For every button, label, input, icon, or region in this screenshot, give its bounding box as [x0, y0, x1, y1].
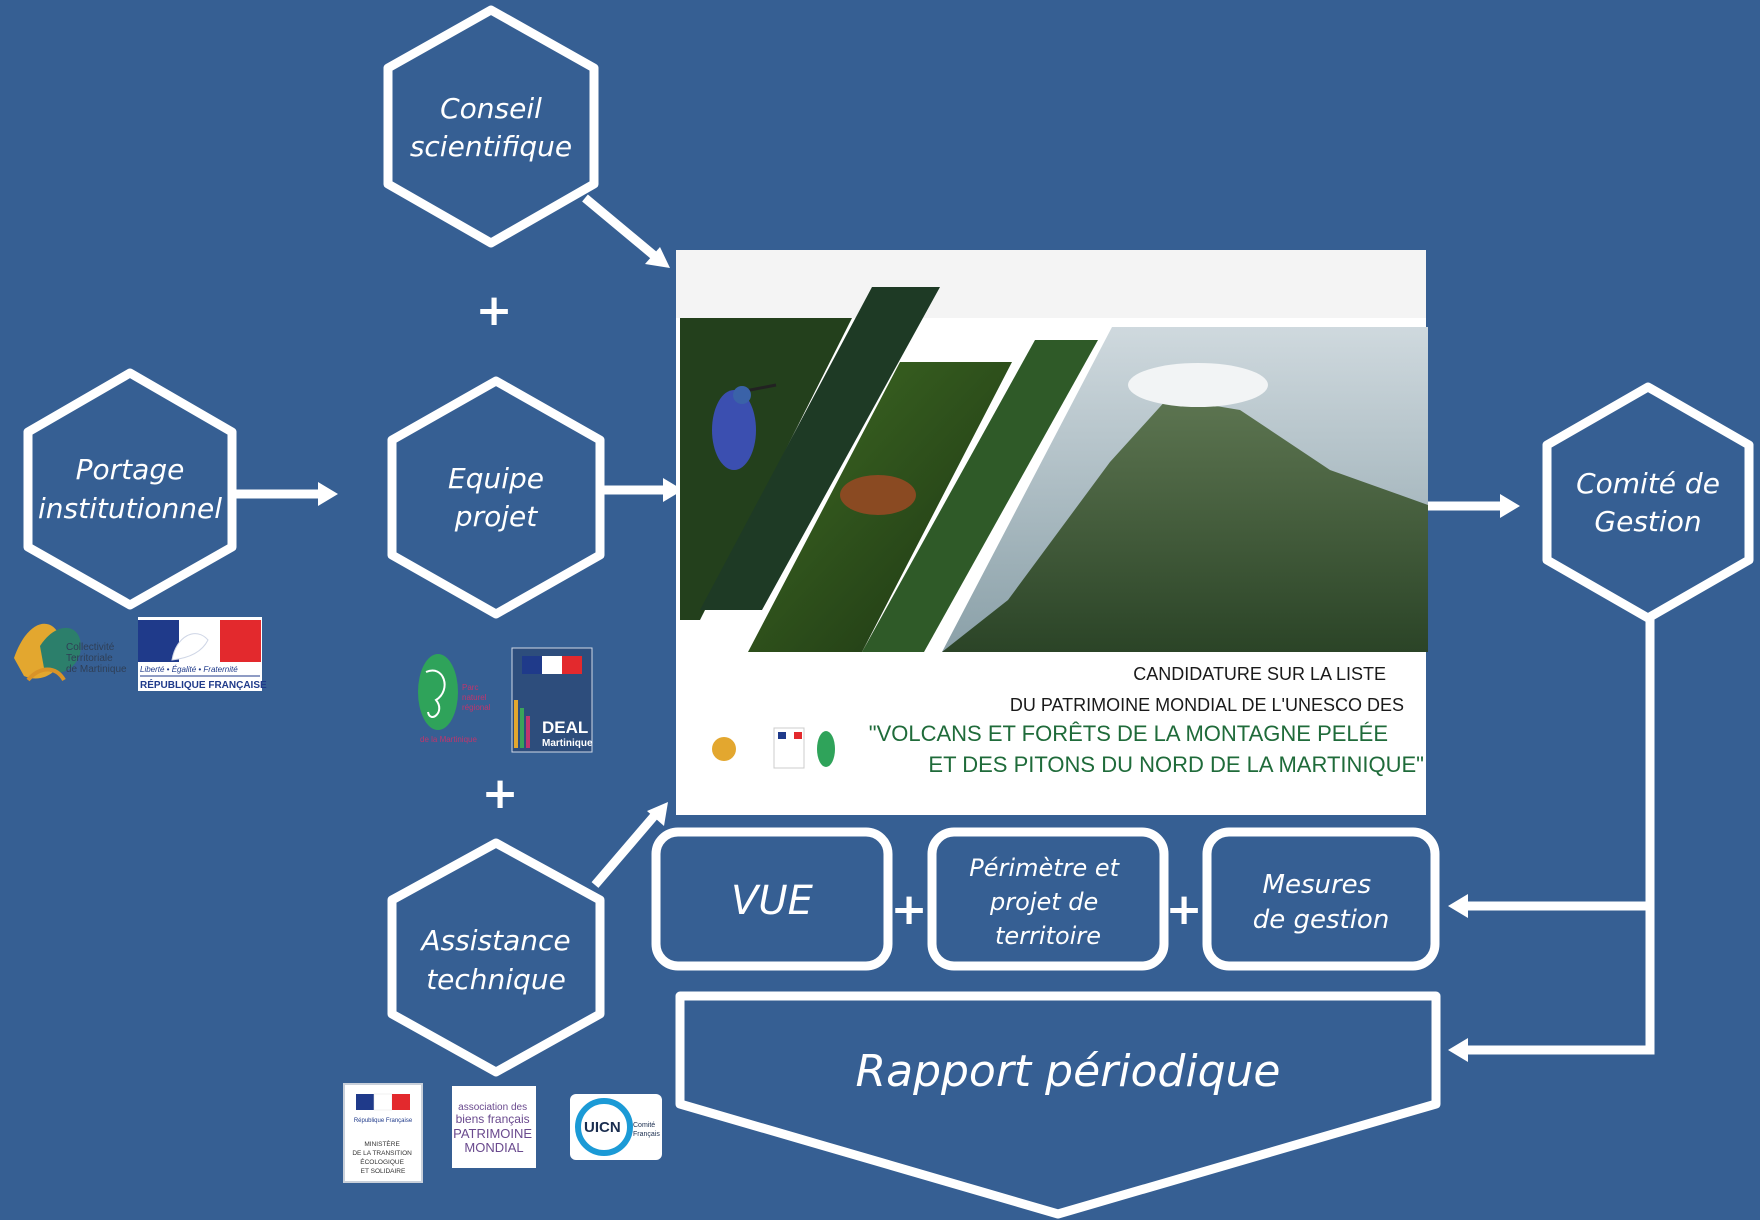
logo-text: PATRIMOINE [453, 1126, 532, 1141]
logo-text: Territoriale [66, 653, 113, 664]
logo-text: naturel [462, 693, 487, 702]
logo-text: association des [458, 1102, 527, 1113]
plus-sign-top: + [476, 285, 513, 336]
logo-uicn-comite-francais: UICN Comité Français [570, 1094, 662, 1160]
arrowhead-comite [1500, 494, 1520, 518]
cover-line-3: "VOLCANS ET FORÊTS DE LA MONTAGNE PELÉE [869, 721, 1388, 746]
logo-ministere-transition-ecologique: République Française MINISTÈRE DE LA TRA… [343, 1083, 423, 1183]
arrow-conseil-to-cover [582, 194, 660, 262]
box-perimetre-projet-territoire: Périmètre et projet de territoire [927, 827, 1169, 971]
node-label: institutionnel [38, 492, 222, 525]
node-label: scientifique [410, 130, 572, 163]
logo-text: de Martinique [66, 664, 127, 675]
svg-text:association des biens fr: association des biens français PATRIMOIN… [453, 1102, 535, 1155]
node-label: Gestion [1594, 505, 1701, 538]
arrowhead-conseil [645, 247, 670, 268]
logo-text: Liberté • Égalité • Fraternité [140, 665, 238, 674]
svg-text:Comité Français: Comité Français [633, 1122, 660, 1138]
logo-association-biens-francais: association des biens français PATRIMOIN… [452, 1086, 536, 1168]
rapport-periodique-chevron: Rapport périodique [675, 991, 1441, 1219]
svg-text:Périmètre et projet de: Périmètre et projet de territoire [969, 854, 1126, 950]
hex-equipe-projet: Equipe projet [387, 376, 605, 619]
logo-text: UICN [584, 1119, 621, 1136]
hex-assistance-technique: Assistance technique [387, 838, 605, 1077]
logo-text: RÉPUBLIQUE FRANÇAISE [140, 678, 267, 691]
logo-text: MINISTÈRE [364, 1139, 400, 1148]
connectors [232, 194, 1655, 1055]
plus-sign-bottom: + [482, 768, 519, 819]
rapport-label: Rapport périodique [856, 1046, 1281, 1097]
arrowhead-portage [318, 482, 338, 506]
arrowhead-equipe [663, 478, 683, 502]
logo-text: Collectivité [66, 642, 115, 653]
arrowheads [318, 247, 1520, 1062]
logo-text: régional [462, 703, 491, 712]
svg-text:MINISTÈRE DE LA TRANSITI: MINISTÈRE DE LA TRANSITION ÉCOLOGIQUE ET… [352, 1139, 413, 1175]
logo-text: Parc [462, 683, 478, 692]
photo-hummingbird [680, 318, 852, 620]
box-vue: VUE [651, 827, 893, 971]
cover-line-4: ET DES PITONS DU NORD DE LA MARTINIQUE" [928, 752, 1424, 777]
node-label: Assistance [419, 924, 570, 957]
logo-text: ÉCOLOGIQUE [360, 1157, 404, 1166]
arrowhead-rapport [1448, 1038, 1468, 1062]
box-label: projet de [989, 888, 1098, 916]
logo-deal-martinique: DEAL Martinique [511, 647, 593, 753]
svg-text:Collectivité Territorial: Collectivité Territoriale de Martinique [66, 642, 127, 675]
logo-text: Martinique [542, 738, 593, 749]
candidature-cover: CANDIDATURE SUR LA LISTE DU PATRIMOINE M… [676, 250, 1428, 815]
box-label: de gestion [1253, 905, 1390, 935]
node-label: Comité de [1576, 467, 1720, 500]
node-label: Conseil [440, 92, 542, 125]
box-label: VUE [731, 878, 814, 924]
logo-text: Français [633, 1131, 660, 1138]
photo-dark-forest [700, 287, 940, 610]
logo-text: Comité [633, 1122, 655, 1129]
plus-sign-perimetre-mesures: + [1166, 884, 1203, 935]
hex-comite-gestion: Comité de Gestion [1542, 382, 1754, 623]
hex-conseil-scientifique: Conseil scientifique [383, 5, 599, 248]
logo-text: DE LA TRANSITION [352, 1150, 412, 1157]
node-label: Portage [76, 453, 185, 486]
svg-text:Mesures de gestion: Mesures de gestion [1253, 870, 1390, 935]
arrowhead-assistance [647, 802, 668, 826]
cover-small-logos [712, 727, 835, 769]
logo-text: DEAL [542, 718, 588, 737]
line-comite-down [1462, 615, 1655, 1055]
logo-collectivite-territoriale-martinique: Collectivité Territoriale de Martinique [14, 623, 127, 682]
cover-line-1: CANDIDATURE SUR LA LISTE [1133, 664, 1386, 684]
box-label: Périmètre et [969, 854, 1120, 882]
box-label: Mesures [1263, 870, 1372, 900]
logo-text: ET SOLIDAIRE [361, 1168, 406, 1175]
logo-text: de la Martinique [420, 735, 477, 744]
logo-parc-naturel-regional: Parc naturel régional de la Martinique [418, 654, 493, 744]
svg-text:Parc naturel régio: Parc naturel régional de la Martinique [420, 683, 493, 744]
arrow-assistance-to-cover [591, 812, 659, 888]
box-label: territoire [995, 922, 1101, 950]
photo-fern [862, 340, 1098, 652]
arrowhead-mesures [1448, 894, 1468, 918]
box-mesures-gestion: Mesures de gestion [1202, 827, 1440, 971]
logo-text: République Française [354, 1118, 413, 1124]
logo-text: MONDIAL [464, 1140, 523, 1155]
plus-sign-vue-perimetre: + [891, 884, 928, 935]
hex-portage-institutionnel: Portage institutionnel [23, 368, 237, 610]
logo-republique-francaise: Liberté • Égalité • Fraternité RÉPUBLIQU… [138, 617, 267, 691]
node-label: Equipe [448, 462, 544, 495]
node-label: technique [426, 963, 566, 996]
cover-line-2: DU PATRIMOINE MONDIAL DE L'UNESCO DES [1010, 695, 1404, 715]
logo-text: biens français [456, 1112, 530, 1126]
node-label: projet [454, 500, 538, 533]
